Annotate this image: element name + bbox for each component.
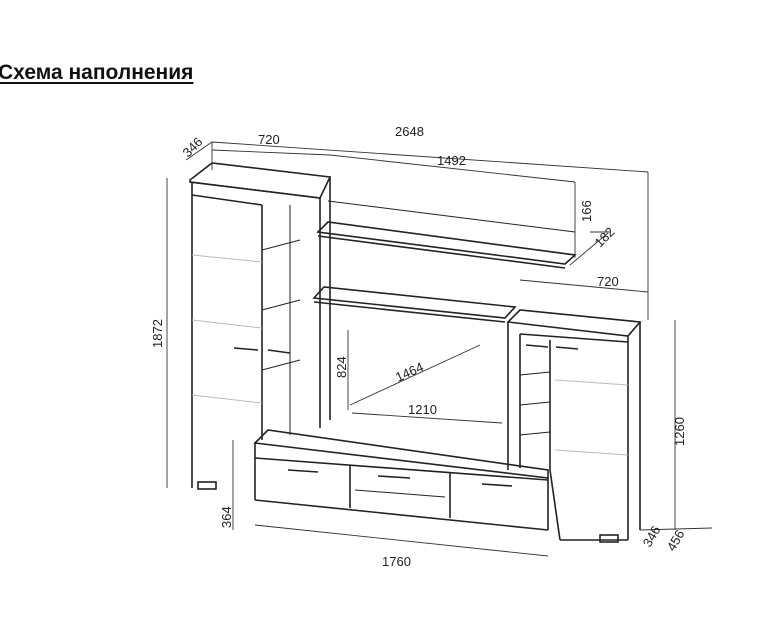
tv-stand (253, 429, 549, 531)
dim-base-width: 1760 (382, 554, 411, 569)
dim-shelf-height: 166 (579, 200, 594, 222)
dim-right-width: 720 (597, 274, 619, 289)
dim-base-depth: 456 (664, 527, 688, 553)
dim-tv-width: 1210 (408, 402, 437, 417)
dim-shelf-depth: 182 (592, 224, 618, 250)
wall-shelves (312, 200, 577, 323)
dim-right-depth: 346 (640, 523, 664, 549)
dim-base-height: 364 (219, 506, 234, 528)
dim-right-height: 1260 (672, 417, 687, 446)
dim-tv-height: 824 (334, 356, 349, 378)
page-title: Схема наполнения (0, 61, 194, 84)
dim-left-width: 720 (258, 132, 280, 147)
dim-total-height: 1872 (150, 319, 165, 348)
right-cabinet (506, 309, 642, 543)
dimension-lines (166, 141, 713, 557)
dim-left-depth: 346 (180, 134, 206, 160)
left-cabinet (189, 162, 332, 490)
dim-total-width: 2648 (395, 124, 424, 139)
dim-tv-diagonal: 1464 (393, 359, 426, 384)
dim-shelf-width: 1492 (437, 153, 466, 168)
